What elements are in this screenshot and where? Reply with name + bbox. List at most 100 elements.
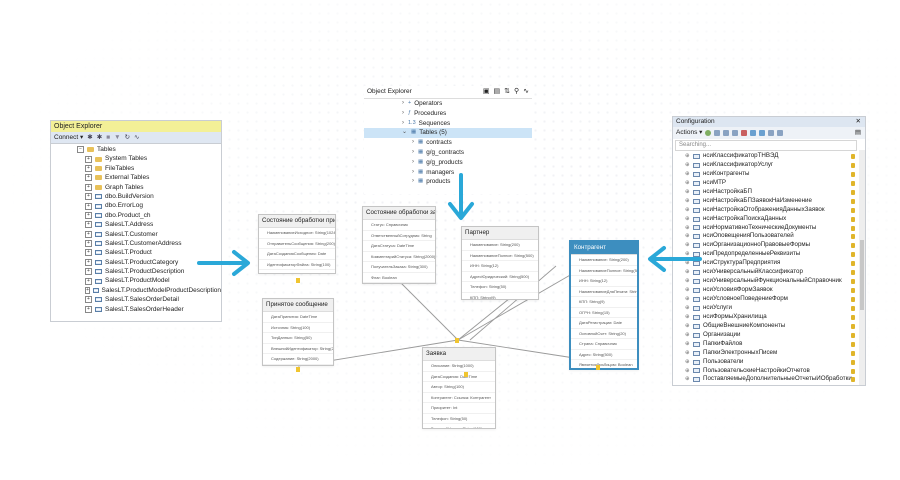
config-item[interactable]: ⊕нсиФормыХранилища: [673, 313, 865, 322]
expand-icon[interactable]: +: [85, 287, 91, 295]
expand-icon[interactable]: ⊕: [685, 161, 690, 168]
expand-icon[interactable]: ⊕: [685, 349, 690, 356]
search-input[interactable]: Searching...: [675, 140, 857, 151]
expand-icon[interactable]: ⊕: [685, 224, 690, 231]
expand-icon[interactable]: +: [85, 230, 92, 238]
entity-card[interactable]: Принятое сообщение ДатаПринятия: DateTim…: [262, 298, 334, 366]
expand-icon[interactable]: ⊕: [685, 376, 690, 383]
expand-icon[interactable]: +: [85, 277, 92, 285]
tree-item[interactable]: −Tables: [77, 145, 221, 154]
tree-item[interactable]: ›▦managers: [364, 168, 532, 178]
expand-icon[interactable]: +: [85, 268, 92, 276]
chevron-right-icon[interactable]: ›: [412, 148, 414, 155]
move-up-icon[interactable]: [750, 130, 757, 136]
settings-icon[interactable]: [714, 130, 721, 136]
expand-icon[interactable]: ⊕: [685, 269, 690, 276]
expand-icon[interactable]: ⊕: [685, 242, 690, 249]
move-down-icon[interactable]: [759, 130, 766, 136]
config-item[interactable]: ⊕нсиМТР: [673, 179, 865, 188]
close-icon[interactable]: ✕: [855, 118, 861, 125]
expand-icon[interactable]: ⊕: [685, 367, 690, 374]
tree-item[interactable]: +SalesLT.CustomerAddress: [77, 239, 221, 248]
filter-icon[interactable]: ▼: [114, 134, 121, 141]
list-icon[interactable]: [768, 130, 775, 136]
config-item[interactable]: ⊕ОбщиеВнешниеКомпоненты: [673, 322, 865, 331]
expand-icon[interactable]: +: [85, 211, 92, 219]
chevron-right-icon[interactable]: ›: [412, 158, 414, 165]
expand-icon[interactable]: +: [85, 305, 92, 313]
expand-icon[interactable]: ⊕: [685, 215, 690, 222]
config-item[interactable]: ⊕нсиКлассификаторУслуг: [673, 161, 865, 170]
tree-item[interactable]: +dbo.ErrorLog: [77, 201, 221, 210]
tree-item[interactable]: ›▦g/g_contracts: [364, 148, 532, 158]
config-item[interactable]: ⊕ПапкиФайлов: [673, 340, 865, 349]
copy-icon[interactable]: [723, 130, 730, 136]
expand-icon[interactable]: +: [85, 249, 92, 257]
entity-card[interactable]: Заявка Описание: String(1000)ДатаСоздани…: [422, 347, 496, 429]
entity-card[interactable]: Состояние обработки прин... Наименование…: [258, 214, 336, 274]
expand-icon[interactable]: ⊕: [685, 188, 690, 195]
expand-icon[interactable]: +: [85, 155, 92, 163]
tree-item[interactable]: +Graph Tables: [77, 183, 221, 192]
expand-icon[interactable]: ⊕: [685, 278, 690, 285]
grid-icon[interactable]: ▤: [493, 88, 501, 95]
tree-item[interactable]: +FileTables: [77, 164, 221, 173]
tree-item[interactable]: +SalesLT.Customer: [77, 230, 221, 239]
tree-item[interactable]: ›▦contracts: [364, 138, 532, 148]
expand-icon[interactable]: ⊕: [685, 304, 690, 311]
config-item[interactable]: ⊕нсиОповещенияПользователей: [673, 232, 865, 241]
expand-icon[interactable]: ⊕: [685, 206, 690, 213]
expand-icon[interactable]: +: [85, 240, 92, 248]
more-icon[interactable]: ▤: [854, 129, 861, 136]
tree-item[interactable]: ›+Operators: [364, 99, 532, 109]
expand-icon[interactable]: ⊕: [685, 260, 690, 267]
connect-button[interactable]: Connect ▾: [54, 134, 84, 141]
expand-icon[interactable]: +: [85, 296, 92, 304]
config-item[interactable]: ⊕ПапкиЭлектронныхПисем: [673, 349, 865, 358]
activity-icon[interactable]: ∿: [523, 88, 529, 95]
expand-icon[interactable]: ⊕: [685, 340, 690, 347]
add-icon[interactable]: [705, 130, 712, 136]
config-item[interactable]: ⊕нсиУслуги: [673, 304, 865, 313]
tree-item[interactable]: +dbo.BuildVersion: [77, 192, 221, 201]
expand-icon[interactable]: ⊕: [685, 313, 690, 320]
config-item[interactable]: ⊕ПользовательскиеНастройкиОтчетов: [673, 367, 865, 376]
search-icon[interactable]: ⚲: [513, 88, 520, 95]
refresh-icon[interactable]: ↻: [124, 134, 131, 141]
entity-card[interactable]: Состояние обработки зака... Статус: Спра…: [362, 206, 436, 284]
config-item[interactable]: ⊕ПоставляемыеДополнительныеОтчетыИОбрабо…: [673, 375, 865, 384]
expand-icon[interactable]: ⊕: [685, 287, 690, 294]
expand-icon[interactable]: ⊕: [685, 331, 690, 338]
tree-item[interactable]: +SalesLT.ProductModelProductDescription: [77, 286, 221, 295]
chevron-right-icon[interactable]: ›: [402, 119, 404, 126]
chevron-right-icon[interactable]: ⌄: [402, 129, 408, 136]
chevron-right-icon[interactable]: ›: [412, 178, 414, 185]
edit-icon[interactable]: [732, 130, 739, 136]
tree-item[interactable]: +SalesLT.SalesOrderHeader: [77, 305, 221, 314]
config-item[interactable]: ⊕нсиОрганизационноПравовыеФормы: [673, 241, 865, 250]
expand-icon[interactable]: ⊕: [685, 153, 690, 159]
expand-icon[interactable]: ⊕: [685, 296, 690, 302]
entity-card-selected[interactable]: Контрагент Наименование: String(200)Наим…: [569, 240, 639, 370]
expand-icon[interactable]: ⊕: [685, 170, 690, 177]
expand-icon[interactable]: +: [85, 258, 92, 266]
filter-icon[interactable]: [777, 130, 784, 136]
config-item[interactable]: ⊕нсиНастройкаОтображенияДанныхЗаявок: [673, 206, 865, 215]
expand-icon[interactable]: +: [85, 174, 92, 182]
tree-item[interactable]: ›▦g/g_products: [364, 158, 532, 168]
config-item[interactable]: ⊕нсиПредопределенныеРеквизиты: [673, 250, 865, 259]
activity-icon[interactable]: ∿: [134, 134, 140, 141]
config-item[interactable]: ⊕нсиНастройкаБПЗаявокНаИзменение: [673, 197, 865, 206]
stop-icon[interactable]: ■: [106, 134, 111, 141]
sort-icon[interactable]: ⇅: [504, 88, 510, 95]
vertical-scrollbar[interactable]: [859, 150, 865, 385]
tree-item[interactable]: +SalesLT.Address: [77, 220, 221, 229]
tree-item[interactable]: +SalesLT.ProductModel: [77, 276, 221, 285]
expand-icon[interactable]: +: [85, 164, 92, 172]
expand-icon[interactable]: ⊕: [685, 179, 690, 186]
tree-item[interactable]: +System Tables: [77, 154, 221, 163]
tree-item[interactable]: +SalesLT.Product: [77, 248, 221, 257]
tree-item[interactable]: +SalesLT.ProductDescription: [77, 267, 221, 276]
database-icon[interactable]: ▣: [482, 88, 490, 95]
chevron-right-icon[interactable]: ›: [412, 139, 414, 146]
